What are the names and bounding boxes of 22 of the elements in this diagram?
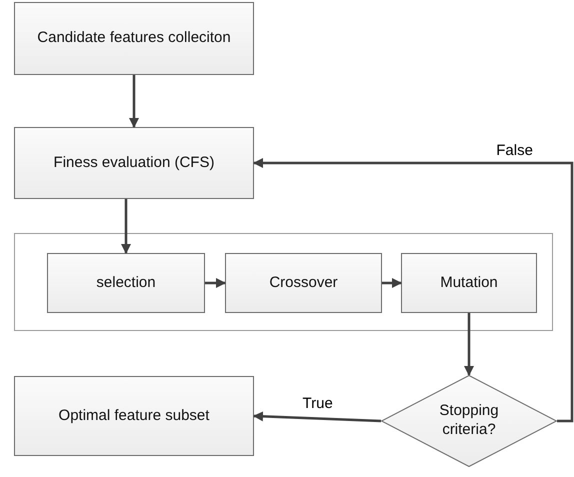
process-box bbox=[47, 253, 205, 313]
node-label: Candidate features colleciton bbox=[36, 29, 232, 48]
group-frame bbox=[14, 233, 553, 331]
process-box bbox=[14, 127, 254, 199]
arrow bbox=[121, 199, 131, 254]
process-box bbox=[14, 376, 254, 456]
process-box bbox=[401, 253, 537, 313]
process-box bbox=[225, 253, 382, 313]
node-label: Mutation bbox=[439, 274, 499, 292]
arrow bbox=[205, 278, 226, 288]
node-label: Optimal feature subset bbox=[58, 406, 210, 426]
process-box bbox=[14, 2, 254, 75]
node-label: Finess evaluation (CFS) bbox=[52, 154, 216, 172]
arrow bbox=[253, 158, 574, 422]
arrow bbox=[253, 411, 382, 422]
node-label: selection bbox=[95, 274, 157, 292]
arrow bbox=[382, 278, 402, 288]
arrow bbox=[129, 75, 139, 128]
decision-diamond bbox=[381, 375, 557, 467]
arrow bbox=[464, 313, 474, 376]
node-label: Crossover bbox=[268, 274, 339, 292]
node-label: Stopping criteria? bbox=[438, 402, 500, 440]
